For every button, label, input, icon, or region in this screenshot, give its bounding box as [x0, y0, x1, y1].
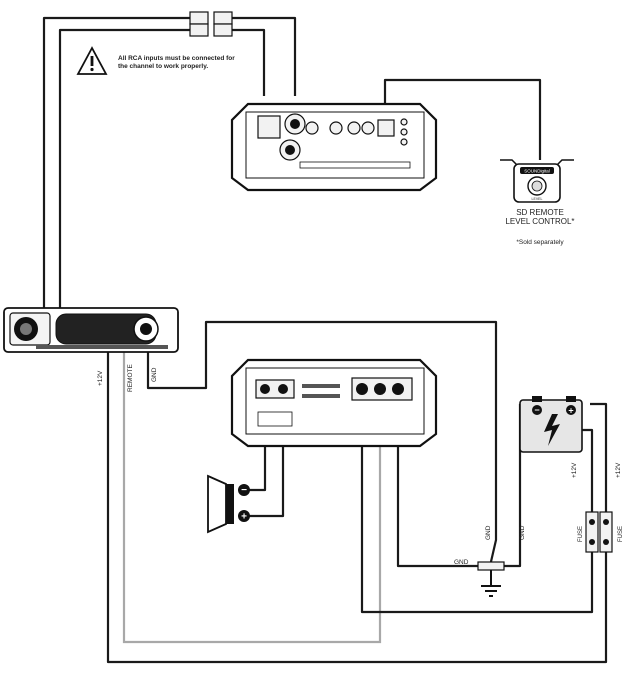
head-unit-remote-label: REMOTE — [127, 364, 134, 392]
rca-connectors — [189, 11, 233, 37]
battery-ground-wire — [500, 404, 522, 568]
bolt-icon — [544, 414, 560, 446]
warning-icon — [76, 46, 108, 75]
fuse-right — [599, 511, 613, 553]
remote-level-control — [500, 159, 574, 203]
warning-line-1: All RCA inputs must be connected for — [118, 55, 235, 62]
ground-label-vertical-1: GND — [485, 525, 492, 540]
battery-positive-wire-2 — [590, 402, 608, 512]
amplifier-top — [230, 102, 438, 192]
battery-minus: − — [534, 405, 539, 415]
fuse-right-label: FUSE — [618, 526, 624, 542]
rca-cable-2 — [58, 28, 266, 310]
head-unit-12v-label: +12V — [97, 370, 104, 386]
fuse-right-12v-label: +12V — [615, 462, 622, 478]
rca-cable-1 — [42, 16, 297, 310]
remote-title-line-2: LEVEL CONTROL* — [505, 217, 574, 226]
speaker-icon — [207, 474, 250, 534]
amplifier-bottom — [230, 358, 438, 448]
ground-label-left: GND — [454, 559, 469, 566]
speaker-negative-terminal: − — [241, 485, 247, 496]
remote-brand: SOUNDigital — [524, 169, 550, 174]
power-12v-wire — [106, 352, 608, 664]
head-unit-ground-wire — [146, 320, 498, 567]
amp-12v-wire — [360, 402, 594, 614]
head-unit-gnd-label: GND — [151, 367, 158, 382]
remote-level-cable — [383, 78, 542, 160]
ground-block — [477, 561, 505, 597]
ground-label-vertical-2: GND — [519, 525, 526, 540]
fuse-left-12v-label: +12V — [571, 462, 578, 478]
warning-line-2: the channel to work properly. — [118, 63, 208, 70]
remote-turn-on-wire — [122, 352, 382, 644]
speaker-positive-terminal: + — [241, 512, 247, 523]
battery — [519, 396, 583, 453]
fuse-left-label: FUSE — [578, 526, 584, 542]
fuse-left — [585, 511, 599, 553]
amp-ground-wire — [396, 402, 482, 568]
battery-plus: + — [568, 406, 573, 416]
remote-title-line-1: SD REMOTE — [516, 208, 564, 217]
remote-knob-label: LEVEL — [532, 197, 543, 201]
head-unit — [3, 307, 179, 353]
remote-note: *Sold separately — [516, 239, 564, 246]
